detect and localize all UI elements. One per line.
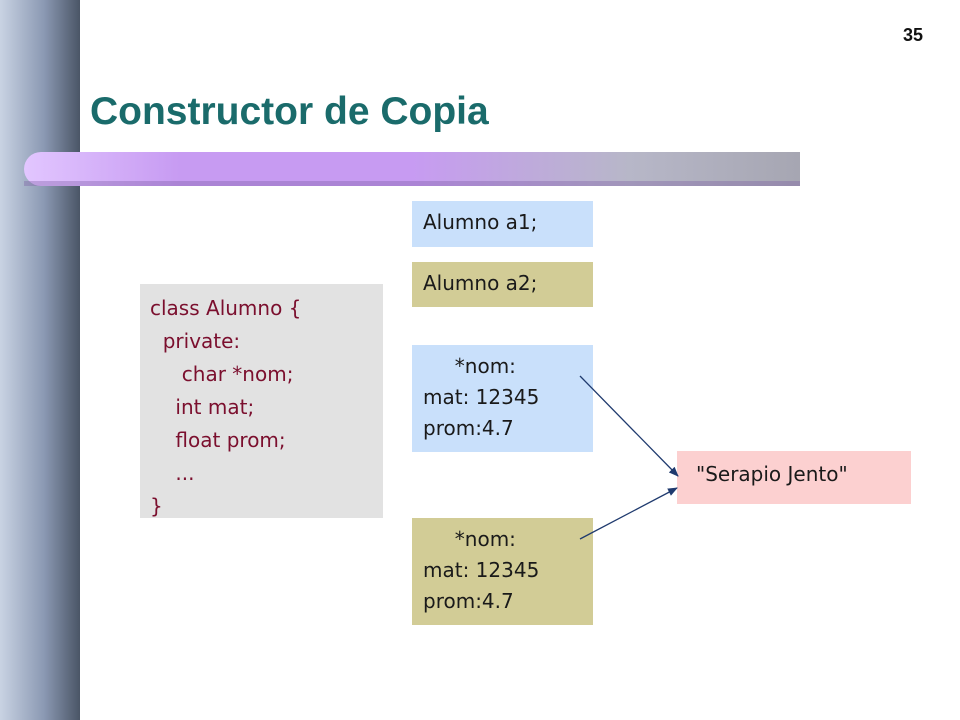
code-line: float prom; (150, 428, 286, 452)
field-mat: mat: 12345 (423, 385, 540, 409)
declaration-a2: Alumno a2; (412, 262, 593, 307)
string-value-box: "Serapio Jento" (677, 451, 911, 504)
slide-title: Constructor de Copia (90, 90, 489, 133)
field-prom: prom:4.7 (423, 416, 514, 440)
code-line: } (150, 494, 163, 518)
object-a1-box: *nom: mat: 12345 prom:4.7 (412, 345, 593, 452)
object-a2-box: *nom: mat: 12345 prom:4.7 (412, 518, 593, 625)
pointer-arrow-a2 (579, 487, 678, 540)
pointer-arrow-a1 (579, 375, 679, 477)
left-decorative-bar (0, 0, 80, 720)
code-line: private: (150, 329, 241, 353)
code-line: int mat; (150, 395, 255, 419)
code-line: char *nom; (150, 362, 294, 386)
code-line: class Alumno { (150, 296, 302, 320)
class-definition-box: class Alumno { private: char *nom; int m… (140, 284, 383, 518)
field-nom: *nom: (423, 354, 516, 378)
code-line: ... (150, 461, 195, 485)
field-nom: *nom: (423, 527, 516, 551)
title-underline-bar (24, 152, 800, 186)
field-mat: mat: 12345 (423, 558, 540, 582)
declaration-a1: Alumno a1; (412, 201, 593, 247)
field-prom: prom:4.7 (423, 589, 514, 613)
page-number: 35 (902, 25, 923, 45)
